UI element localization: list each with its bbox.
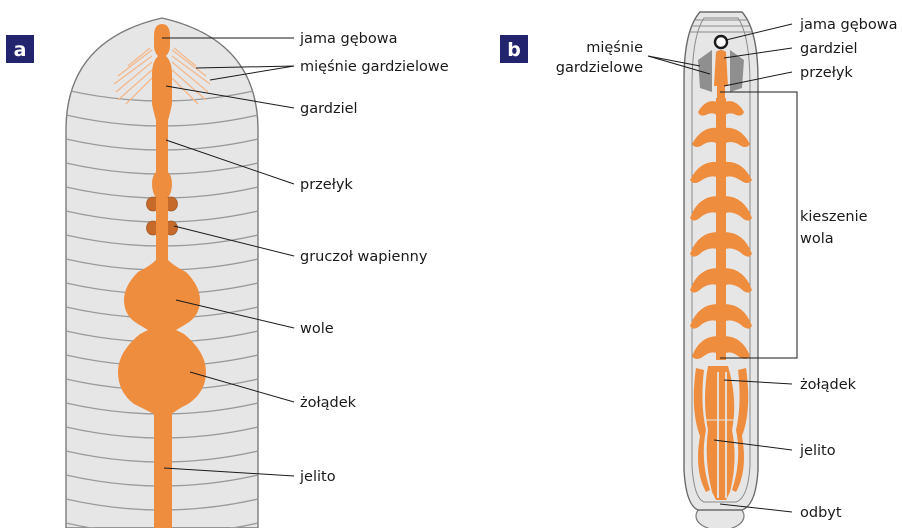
- label-a-pharynx: gardziel: [300, 101, 358, 117]
- panel-a-badge-label: a: [14, 39, 27, 61]
- label-b-esophagus: przełyk: [800, 65, 853, 81]
- label-b-gizzard: żołądek: [800, 377, 857, 393]
- label-a-crop: wole: [300, 321, 334, 337]
- panel-a: a: [6, 18, 449, 528]
- label-b-anus: odbyt: [800, 505, 842, 521]
- label-a-gizzard: żołądek: [300, 395, 357, 411]
- mouth-b: [715, 36, 727, 48]
- crop-pockets-bracket: [790, 92, 797, 358]
- labels-a: jama gębowa mięśnie gardzielowe gardziel…: [299, 31, 449, 485]
- label-b-pharynx-muscles-2: gardzielowe: [556, 60, 643, 76]
- label-a-esophagus: przełyk: [300, 177, 353, 193]
- gizzard-intestine-b: [694, 366, 749, 500]
- label-b-pharynx-muscles-1: mięśnie: [586, 40, 643, 56]
- label-b-pharynx: gardziel: [800, 41, 858, 57]
- label-b-intestine: jelito: [799, 443, 836, 459]
- label-b-crop-pockets-1: kieszenie: [800, 209, 868, 225]
- panel-b: b: [500, 12, 897, 528]
- panel-b-badge-label: b: [507, 39, 521, 61]
- label-a-pharynx-muscles: mięśnie gardzielowe: [300, 59, 449, 75]
- label-b-mouth: jama gębowa: [799, 17, 897, 33]
- label-b-crop-pockets-2: wola: [800, 231, 834, 247]
- label-a-calciferous-gland: gruczoł wapienny: [300, 249, 428, 265]
- label-a-intestine: jelito: [299, 469, 336, 485]
- label-a-mouth: jama gębowa: [299, 31, 397, 47]
